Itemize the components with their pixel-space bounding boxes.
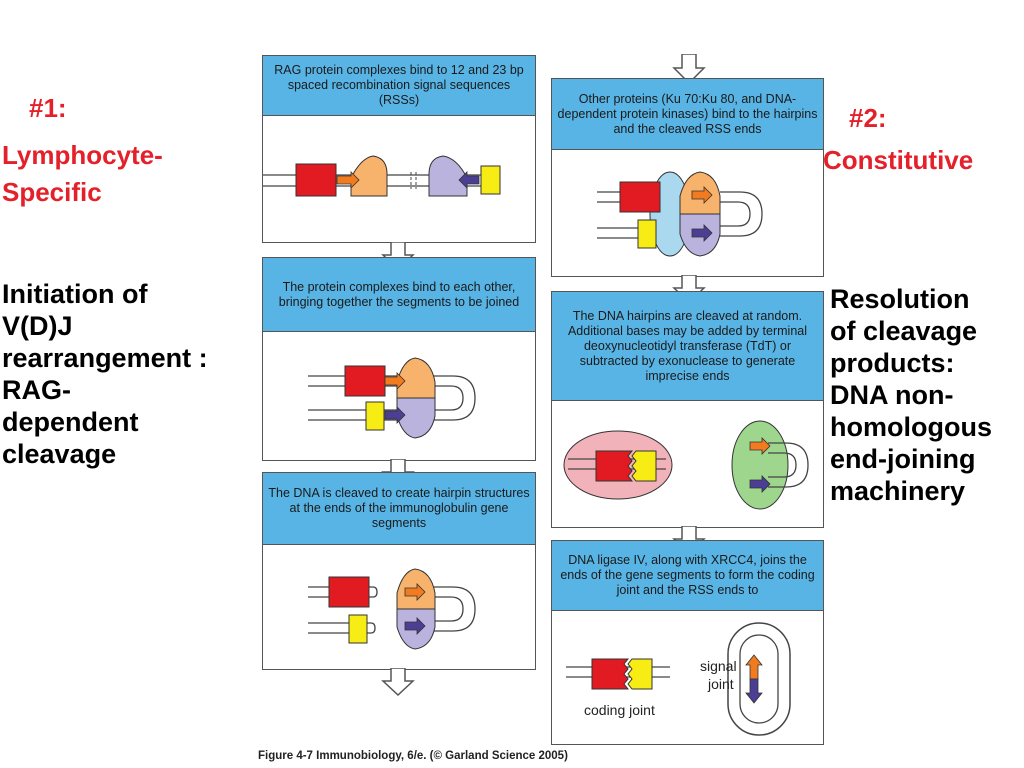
coding-segment-red [295,163,337,197]
step-caption: DNA ligase IV, along with XRCC4, joins t… [552,541,823,611]
left-desc-line: Initiation of [2,279,148,309]
step-panel-ligation: DNA ligase IV, along with XRCC4, joins t… [551,540,824,745]
step-panel-hairpin-opening: The DNA hairpins are cleaved at random. … [551,291,824,528]
right-desc-line: homologous [830,412,992,442]
left-desc-line: dependent [2,407,139,437]
step-panel-hairpin-cleavage: The DNA is cleaved to create hairpin str… [262,472,536,670]
coding-segment-red [344,365,386,397]
signal-joint-label: joint [707,676,734,692]
left-desc-line: rearrangement : [2,343,208,373]
coding-segment-red [619,181,661,213]
right-desc-line: DNA non- [830,380,954,410]
step-panel-rag-binding: RAG protein complexes bind to 12 and 23 … [262,55,536,243]
step-caption: The protein complexes bind to each other… [263,258,535,332]
coding-segment-red [595,450,634,482]
coding-segment-yellow [631,450,657,482]
right-desc-line: machinery [830,476,966,506]
arrow-up-orange [745,654,763,680]
signal-joint-label: signal [700,658,737,674]
step-panel-complex-pairing: The protein complexes bind to each other… [262,257,536,461]
arrow-purple [404,617,426,635]
flow-arrow-down-icon [672,54,706,84]
step-illustration [263,545,535,669]
coding-segment-yellow [365,401,385,431]
step-illustration: coding joint signal joint [552,611,823,744]
stage-number-2: #2: [849,103,887,133]
arrow-purple [691,224,713,242]
coding-segment-yellow [348,614,368,644]
arrow-orange [384,372,406,390]
right-desc-line: of cleavage [830,316,978,346]
signal-joint-loop [727,622,791,736]
arrow-orange [749,437,771,455]
left-desc-line: cleavage [2,439,117,469]
right-desc-line: Resolution [830,284,970,314]
coding-segment-yellow [480,165,501,195]
step-caption: RAG protein complexes bind to 12 and 23 … [263,56,535,116]
figure-caption: Figure 4-7 Immunobiology, 6/e. (© Garlan… [258,750,568,762]
coding-joint-label: coding joint [584,702,655,718]
step-caption: The DNA is cleaved to create hairpin str… [263,473,535,545]
right-desc-line: products: [830,348,955,378]
rag-complex-lavender [428,155,468,197]
arrow-down-purple [745,678,763,704]
rag-complex-lavender [396,397,436,439]
step-illustration [263,116,535,242]
stage-title-line1: Lymphocyte- [2,140,163,170]
step-caption: Other proteins (Ku 70:Ku 80, and DNA-dep… [552,79,823,150]
rag-complex-orange [396,357,436,399]
stage-title-line2: Specific [2,177,102,207]
step-illustration [552,150,823,276]
step-illustration [552,401,823,527]
arrow-orange [691,186,713,204]
coding-segment-yellow [627,658,653,690]
stage-number-1: #1: [29,93,67,123]
arrow-purple [749,475,771,493]
step-caption: The DNA hairpins are cleaved at random. … [552,292,823,401]
left-desc-line: V(D)J [2,311,73,341]
left-desc-line: RAG- [2,375,71,405]
right-desc-line: end-joining [830,444,976,474]
coding-segment-yellow [637,219,657,249]
step-illustration [263,332,535,460]
stage-title-constitutive: Constitutive [823,145,974,175]
dna-pk-complex-green [731,420,789,510]
flow-arrow-down-icon [381,668,415,696]
coding-segment-red [591,658,630,690]
arrow-orange [336,171,360,189]
coding-segment-red [328,576,370,608]
arrow-purple [384,406,406,424]
arrow-orange [404,583,426,601]
rag-complex-orange [350,155,388,197]
step-panel-ku-binding: Other proteins (Ku 70:Ku 80, and DNA-dep… [551,78,824,277]
arrow-purple [458,171,480,189]
